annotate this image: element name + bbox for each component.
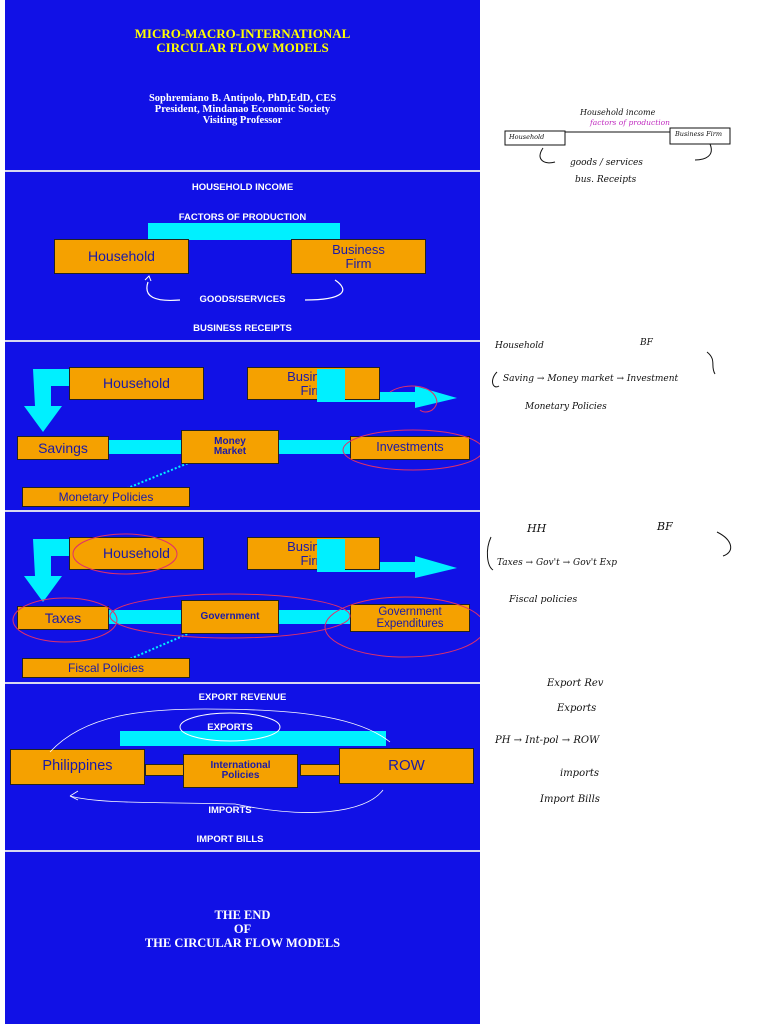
note-factors: factors of production <box>590 118 670 127</box>
investments-box: Investments <box>350 436 470 460</box>
note-monetary: Monetary Policies <box>525 402 607 412</box>
exports-label: EXPORTS <box>207 722 253 733</box>
savings-box: Savings <box>17 436 109 460</box>
note-bf-2: BF <box>640 338 653 348</box>
business-arrow-overlay <box>317 539 345 572</box>
end-line2: OF <box>233 922 252 936</box>
monetary-policies-box: Monetary Policies <box>22 487 190 507</box>
import-bills-label: IMPORT BILLS <box>196 834 264 845</box>
imports-label: IMPORTS <box>208 805 252 816</box>
end-line3: THE CIRCULAR FLOW MODELS <box>144 936 341 950</box>
note-bf-3: BF <box>657 520 673 533</box>
household-box: Household <box>69 537 204 570</box>
fiscal-policies-box: Fiscal Policies <box>22 658 190 678</box>
annotation-arrows <box>49 708 391 813</box>
slide-separator <box>5 170 480 172</box>
note-import-bills: Import Bills <box>540 794 600 805</box>
slide-title-line1: MICRO-MACRO-INTERNATIONAL <box>134 26 351 41</box>
international-policies-box: International Policies <box>183 754 298 788</box>
business-firm-box: Business Firm <box>247 537 380 570</box>
goods-flow-arrow <box>144 275 344 302</box>
slide-separator <box>5 850 480 852</box>
goods-services-label: GOODS/SERVICES <box>199 294 286 305</box>
annotation-circles <box>12 533 480 658</box>
slide-separator <box>5 510 480 512</box>
note-export-rev: Export Rev <box>547 678 604 689</box>
note-fiscal: Fiscal policies <box>509 594 578 605</box>
household-box: Household <box>54 239 189 274</box>
factors-flow-bar <box>148 223 340 240</box>
slide-title: MICRO-MACRO-INTERNATIONAL CIRCULAR FLOW … <box>5 0 480 170</box>
slide-end: THE END OF THE CIRCULAR FLOW MODELS <box>5 852 480 1024</box>
business-firm-box: Business Firm <box>291 239 426 274</box>
business-receipts-label: BUSINESS RECEIPTS <box>193 323 292 334</box>
government-box: Government <box>181 600 279 634</box>
note-box-household: Household <box>509 133 545 141</box>
taxes-box: Taxes <box>17 606 109 630</box>
slide-separator <box>5 340 480 342</box>
author-role: President, Mindanao Economic Society <box>154 104 331 115</box>
author-name: Sophremiano B. Antipolo, PhD,EdD, CES <box>148 93 337 104</box>
handwritten-notes-panel: Household income factors of production H… <box>485 0 768 1024</box>
author-role-2: Visiting Professor <box>202 115 283 126</box>
factors-label: FACTORS OF PRODUCTION <box>178 212 307 223</box>
philippines-box: Philippines <box>10 749 145 785</box>
note-household-2: Household <box>495 341 544 351</box>
note-exports: Exports <box>557 703 597 714</box>
government-expenditures-box: Government Expenditures <box>350 604 470 632</box>
household-income-label: HOUSEHOLD INCOME <box>191 182 294 193</box>
slide-money-market: Household Business Firm Savings Money Ma… <box>5 342 480 510</box>
annotation-circles <box>342 385 480 471</box>
end-line1: THE END <box>214 908 271 922</box>
exports-flow-bar <box>120 731 386 746</box>
export-revenue-label: EXPORT REVENUE <box>198 692 287 703</box>
note-household-income: Household income <box>580 108 656 117</box>
business-arrow-overlay <box>317 369 345 402</box>
note-strokes <box>486 127 732 571</box>
slide-international: EXPORT REVENUE EXPORTS Philippines Inter… <box>5 684 480 850</box>
slide-title-line2: CIRCULAR FLOW MODELS <box>156 40 329 55</box>
note-hh: HH <box>527 522 547 535</box>
slide-separator <box>5 682 480 684</box>
note-taxes-flow: Taxes → Gov't → Gov't Exp <box>497 558 618 568</box>
note-goods: goods / services <box>570 158 643 168</box>
note-ph-flow: PH → Int-pol → ROW <box>495 735 600 746</box>
slide-government: Household Business Firm Taxes Government… <box>5 512 480 682</box>
row-box: ROW <box>339 748 474 784</box>
household-box: Household <box>69 367 204 400</box>
money-market-box: Money Market <box>181 430 279 464</box>
note-imports: imports <box>560 768 600 779</box>
note-saving-flow: Saving → Money market → Investment <box>503 374 679 384</box>
note-box-business: Business Firm <box>675 130 723 138</box>
note-receipts: bus. Receipts <box>575 175 637 185</box>
slide-basic-flow: HOUSEHOLD INCOME FACTORS OF PRODUCTION H… <box>5 172 480 340</box>
